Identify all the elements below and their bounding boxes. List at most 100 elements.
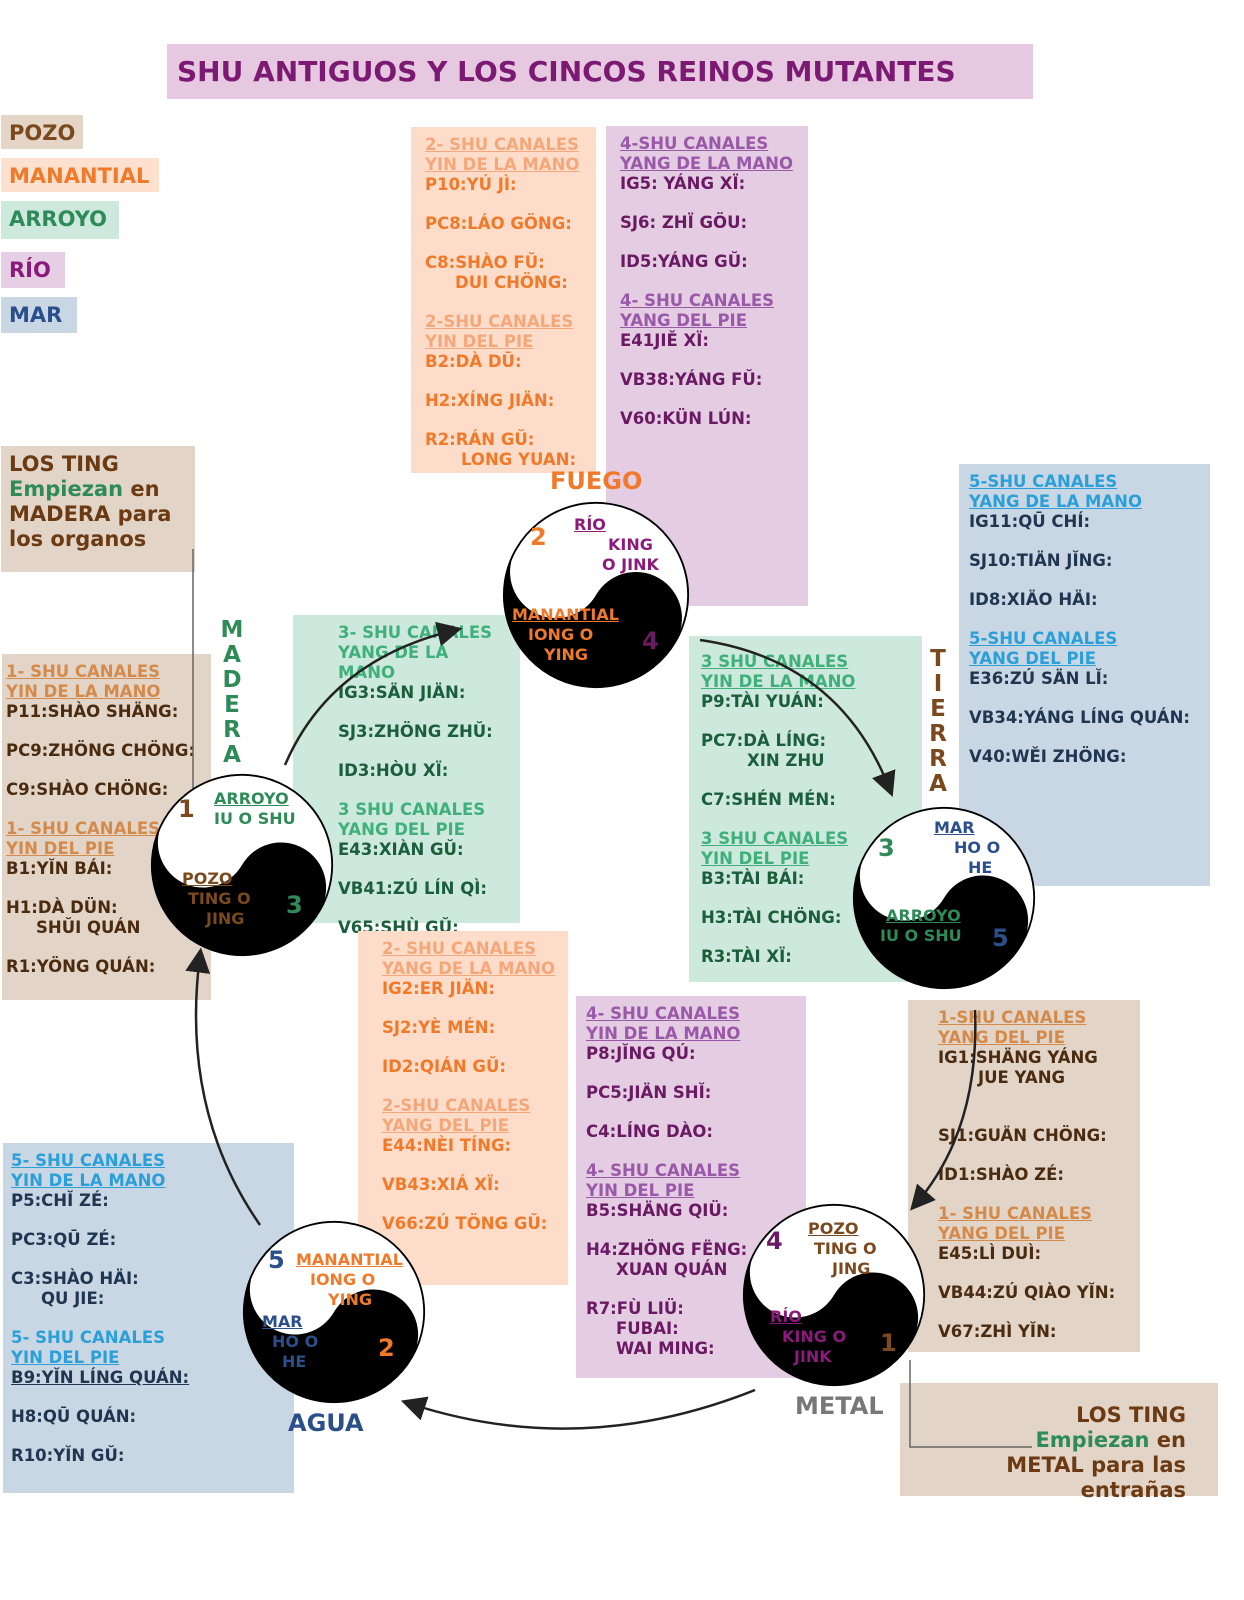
yinyang-label: HO O	[954, 838, 1001, 857]
panel-heading: 3 SHU CANALES	[701, 829, 849, 848]
point-item: IG11:QŪ CHÍ:	[969, 512, 1091, 531]
point-item: R7:FÙ LIÜ:	[586, 1299, 684, 1318]
panel-heading: 4- SHU CANALES	[586, 1161, 741, 1180]
yinyang-madera: 1 3 ARROYO IU O SHU POZO TING O JING	[150, 773, 334, 957]
panel-heading: 5-SHU CANALES	[969, 472, 1118, 491]
panel-heading: YIN DEL PIE	[586, 1181, 695, 1200]
point-item: PC3:QŪ ZÉ:	[11, 1230, 117, 1249]
point-item: IG5: YÁNG XÏ:	[620, 174, 746, 193]
note-metal: LOS TING Empiezan en METAL para las entr…	[900, 1383, 1218, 1502]
panel-heading: YANG DEL PIE	[938, 1028, 1065, 1047]
point-item: E43:XIÀN GŬ:	[338, 840, 464, 859]
panel-heading: 5- SHU CANALES	[11, 1328, 166, 1347]
panel-heading: YIN DEL PIE	[11, 1348, 120, 1367]
element-letter: R	[223, 717, 241, 743]
element-letter: A	[929, 771, 947, 797]
point-item: H1:DÀ DÜN:	[6, 898, 118, 917]
yinyang-metal: 4 1 POZO TING O JING RÍO KING O JINK	[742, 1203, 926, 1387]
panel-heading: YANG DEL PIE	[620, 311, 747, 330]
yinyang-number: 5	[992, 924, 1009, 952]
yinyang-label: JINK	[794, 1347, 832, 1366]
yinyang-label: POZO	[182, 869, 233, 888]
panel-heading: YIN DE LA MANO	[11, 1171, 166, 1190]
element-letter: R	[929, 746, 947, 772]
yinyang-label: O JINK	[602, 555, 659, 574]
point-item: R1:YÖNG QUÁN:	[6, 957, 156, 976]
yinyang-label: MAR	[934, 818, 975, 837]
panel-heading: 1- SHU CANALES	[6, 662, 161, 681]
page-title: SHU ANTIGUOS Y LOS CINCOS REINOS MUTANTE…	[167, 44, 1033, 99]
yinyang-label: JING	[832, 1259, 871, 1278]
legend-arroyo: ARROYO	[1, 201, 119, 239]
panel-heading: 1- SHU CANALES	[938, 1204, 1093, 1223]
point-item: PC9:ZHÖNG CHÖNG:	[6, 741, 196, 760]
point-item: H8:QŪ QUÁN:	[11, 1407, 137, 1426]
note-metal-line3: METAL para las entrañas	[1006, 1453, 1186, 1502]
point-item: VB41:ZÚ LÍN QÌ:	[338, 879, 487, 898]
panel-heading: 4- SHU CANALES	[586, 1004, 741, 1023]
yinyang-label: RÍO	[770, 1307, 802, 1326]
point-item: SJ2:YÈ MÉN:	[382, 1018, 496, 1037]
point-item: B9:YĬN LÍNG QUÁN:	[11, 1368, 190, 1387]
panel-heading: 2-SHU CANALES	[382, 1096, 531, 1115]
point-item: B3:TÀI BÁI:	[701, 869, 805, 888]
panel-metal-yang: 1-SHU CANALES YANG DEL PIE IG1:SHÄNG YÁN…	[908, 1000, 1140, 1352]
point-item: P10:YÚ JÌ:	[425, 175, 517, 194]
point-item: SJ10:TIÄN JĬNG:	[969, 551, 1113, 570]
note-metal-line2: Empiezan en	[1035, 1428, 1186, 1452]
point-item: P9:TÀI YUÁN:	[701, 692, 824, 711]
element-letter: A	[223, 742, 241, 768]
point-item: VB34:YÁNG LÍNG QUÁN:	[969, 708, 1190, 727]
panel-heading: YANG DE LA MANO	[969, 492, 1143, 511]
element-letter: R	[929, 721, 947, 747]
point-item: VB44:ZÚ QIÀO YĬN:	[938, 1283, 1116, 1302]
panel-heading: YANG DE LA MANO	[620, 154, 794, 173]
point-item: C4:LÍNG DÀO:	[586, 1122, 714, 1141]
point-item: IG3:SÄN JIÄN:	[338, 683, 466, 702]
legend-pozo: POZO	[1, 115, 83, 149]
element-madera: M A D E R A	[219, 618, 245, 768]
panel-heading: 3 SHU CANALES	[338, 800, 486, 819]
yinyang-number: 5	[268, 1246, 285, 1274]
panel-heading: 2- SHU CANALES	[425, 135, 580, 154]
point-item: SJ6: ZHÏ GÖU:	[620, 213, 748, 232]
point-item: H3:TÀI CHÖNG:	[701, 908, 842, 927]
legend-mar: MAR	[1, 297, 77, 333]
note-madera-line1: LOS TING	[9, 452, 119, 476]
note-madera-line2: Empiezan en	[9, 477, 160, 501]
point-item: ID3:HÒU XÏ:	[338, 761, 449, 780]
point-item: ID8:XIÄO HÄI:	[969, 590, 1098, 609]
point-item: VB38:YÁNG FŬ:	[620, 370, 763, 389]
yinyang-label: KING O	[782, 1327, 847, 1346]
panel-heading: YANG DEL PIE	[938, 1224, 1065, 1243]
point-item: P8:JĬNG QÚ:	[586, 1044, 696, 1063]
panel-heading: YIN DEL PIE	[425, 332, 534, 351]
element-tierra: T I E R R A	[925, 647, 951, 797]
yinyang-label: TING O	[188, 889, 251, 908]
point-item: SJ3:ZHÖNG ZHŬ:	[338, 722, 493, 741]
panel-tierra-yang: 5-SHU CANALES YANG DE LA MANO IG11:QŪ CH…	[959, 464, 1210, 886]
panel-heading: YANG DEL PIE	[338, 820, 465, 839]
yinyang-label: ARROYO	[214, 789, 289, 808]
point-item: R10:YĬN GŬ:	[11, 1446, 125, 1465]
yinyang-number: 3	[878, 834, 895, 862]
element-fuego: FUEGO	[550, 467, 643, 495]
yinyang-label: IU O SHU	[214, 809, 296, 828]
panel-fuego-yin: 2- SHU CANALES YIN DE LA MANO P10:YÚ JÌ:…	[411, 127, 596, 473]
yinyang-label: IU O SHU	[880, 926, 962, 945]
yinyang-number: 2	[530, 523, 547, 551]
point-item: E44:NÈI TÍNG:	[382, 1136, 512, 1155]
point-item: B1:YĬN BÁI:	[6, 859, 113, 878]
panel-heading: YIN DEL PIE	[6, 839, 115, 858]
yinyang-number: 1	[880, 1329, 897, 1357]
yinyang-icon	[150, 773, 334, 957]
yinyang-label: RÍO	[574, 515, 606, 534]
yinyang-number: 4	[642, 627, 659, 655]
legend-manantial: MANANTIAL	[1, 158, 159, 192]
yinyang-agua: 5 2 MANANTIAL IONG O YING MAR HO O HE	[242, 1220, 426, 1404]
yinyang-label: POZO	[808, 1219, 859, 1238]
yinyang-label: JING	[206, 909, 245, 928]
yinyang-label: IONG O	[310, 1270, 376, 1289]
point-item: E45:LÌ DUÌ:	[938, 1244, 1042, 1263]
element-letter: M	[220, 617, 244, 643]
